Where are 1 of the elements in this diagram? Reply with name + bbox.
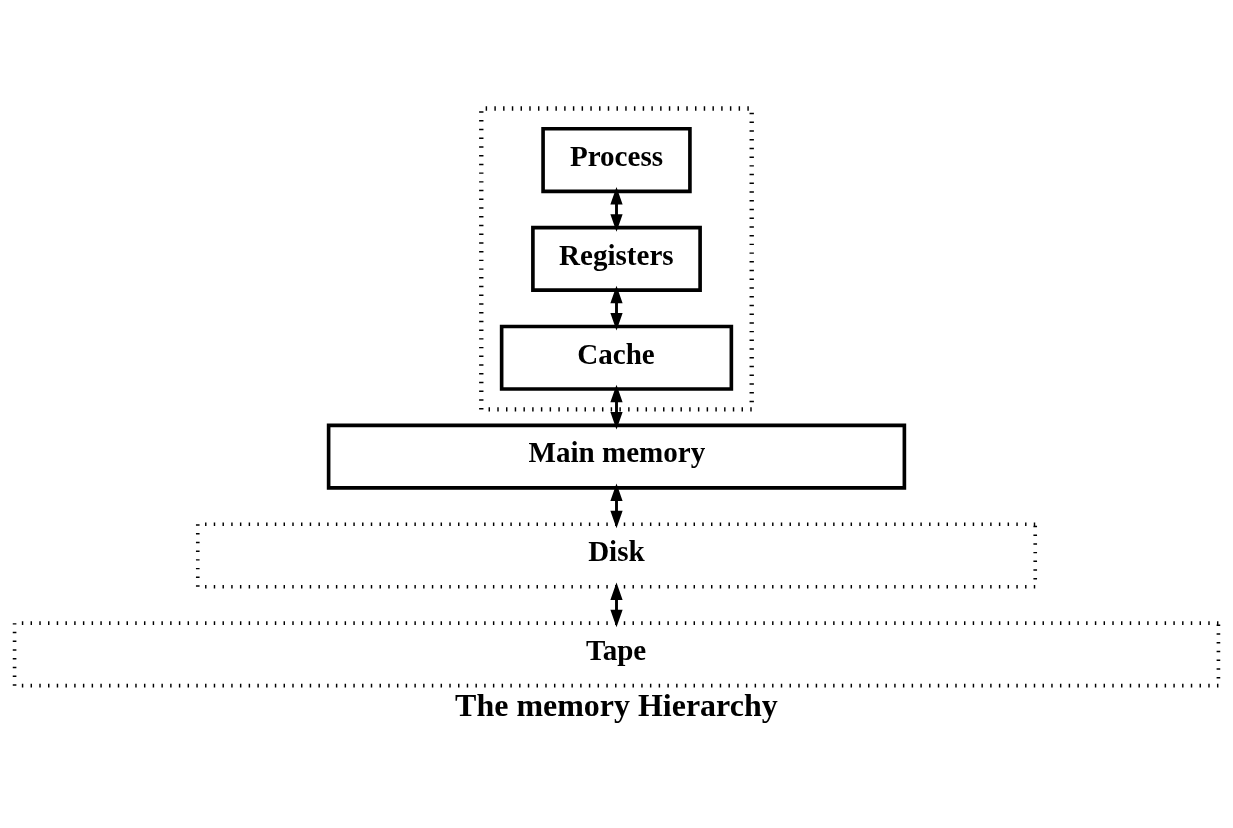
caption: The memory Hierarchy: [455, 687, 778, 723]
